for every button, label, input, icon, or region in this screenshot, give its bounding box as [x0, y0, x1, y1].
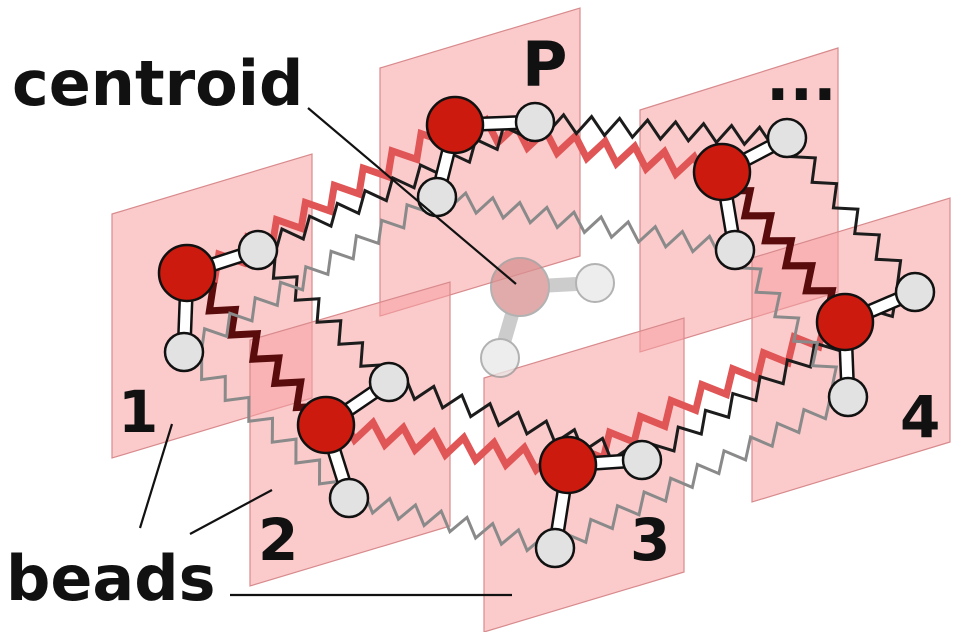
water-molecule-bead-ellipsis — [692, 117, 808, 271]
hydrogen-atom-2 — [328, 477, 370, 519]
spring-gray-1P — [183, 196, 439, 354]
hydrogen-atom-2 — [416, 176, 458, 218]
spring-gray-21 — [183, 350, 351, 499]
spring-red-32 — [324, 413, 571, 476]
hydrogen-atom-1 — [766, 117, 808, 159]
bead-3-label: 3 — [630, 506, 670, 574]
hydrogen-atom-1 — [237, 229, 279, 271]
hydrogen-atom-1 — [621, 439, 663, 481]
oxygen-atom — [425, 95, 485, 155]
spring-dark-1P — [257, 121, 537, 254]
hydrogen-atom-1 — [368, 361, 410, 403]
bead-ellipsis-label: ... — [766, 42, 837, 115]
centroid-hydrogen-1 — [575, 263, 615, 303]
beads-leader-line-1 — [138, 423, 174, 529]
water-molecule-bead-1 — [157, 229, 279, 373]
centroid-molecule — [480, 257, 615, 378]
spring-dark-21 — [257, 248, 391, 383]
labels: centroid beads P ... 1 2 3 4 — [6, 28, 940, 615]
hydrogen-atom-2 — [534, 527, 576, 569]
spring-gray-32 — [348, 490, 557, 553]
spring-gray-P5 — [435, 190, 736, 259]
oxygen-atom — [692, 142, 752, 202]
bead-4-label: 4 — [900, 383, 940, 451]
oxygen-atom — [815, 292, 875, 352]
water-molecule-bead-3 — [534, 435, 663, 569]
spring-dark-54 — [785, 137, 916, 294]
hydrogen-atom-2 — [163, 331, 205, 373]
beads-label: beads — [6, 542, 216, 615]
springs — [183, 112, 916, 553]
centroid-leader-line — [307, 107, 517, 285]
spring-gray-43 — [553, 394, 849, 549]
hydrogen-atom-1 — [514, 101, 556, 143]
hydrogen-atom-1 — [894, 271, 936, 313]
centroid-hydrogen-2 — [480, 338, 520, 378]
bead-P-label: P — [522, 28, 567, 101]
spring-dark-P5 — [534, 112, 788, 149]
bead-1-label: 1 — [118, 378, 158, 446]
hydrogen-atom-2 — [827, 376, 869, 418]
centroid-label: centroid — [12, 47, 303, 120]
leader-lines — [138, 107, 517, 597]
beads-leader-line-2 — [189, 489, 273, 535]
water-molecules — [157, 95, 936, 569]
oxygen-atom — [296, 395, 356, 455]
oxygen-atom — [538, 435, 598, 495]
spring-gray-54 — [733, 249, 849, 399]
oxygen-atom — [157, 243, 217, 303]
water-molecule-bead-P — [416, 95, 556, 218]
water-molecule-bead-2 — [296, 361, 410, 519]
spring-red-21 — [194, 276, 330, 426]
centroid-oxygen — [490, 257, 550, 317]
bead-2-label: 2 — [258, 506, 298, 574]
water-molecule-bead-4 — [815, 271, 936, 418]
spring-red-54 — [718, 171, 847, 326]
hydrogen-atom-2 — [714, 229, 756, 271]
spring-dark-32 — [388, 375, 644, 463]
